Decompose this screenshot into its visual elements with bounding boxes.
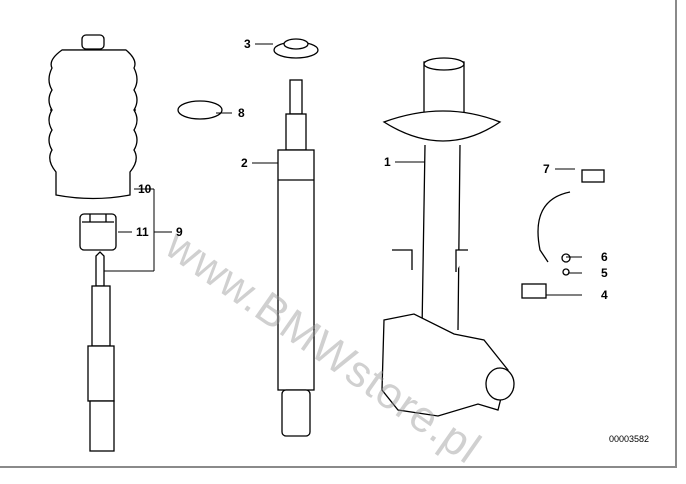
wear-sensor	[521, 169, 605, 299]
callout-3[interactable]: 3	[244, 37, 251, 51]
callout-11[interactable]: 11	[136, 225, 149, 239]
bellows-boot	[48, 34, 138, 200]
callout-5[interactable]: 5	[601, 266, 608, 280]
callout-7[interactable]: 7	[543, 162, 550, 176]
top-mount	[273, 38, 319, 59]
leader-lines	[104, 43, 582, 296]
strut-housing	[381, 57, 515, 417]
callout-10[interactable]: 10	[138, 182, 152, 196]
washer	[177, 100, 223, 120]
shock-absorber	[277, 79, 315, 437]
diagram-part-number: 00003582	[609, 434, 650, 444]
bump-stop	[79, 213, 117, 251]
callout-6[interactable]: 6	[601, 250, 608, 264]
callout-2[interactable]: 2	[241, 156, 248, 170]
callout-4[interactable]: 4	[601, 288, 608, 302]
callout-9[interactable]: 9	[176, 225, 183, 239]
shock-insert-left	[87, 251, 115, 452]
callout-1[interactable]: 1	[384, 155, 391, 169]
callout-8[interactable]: 8	[238, 106, 245, 120]
